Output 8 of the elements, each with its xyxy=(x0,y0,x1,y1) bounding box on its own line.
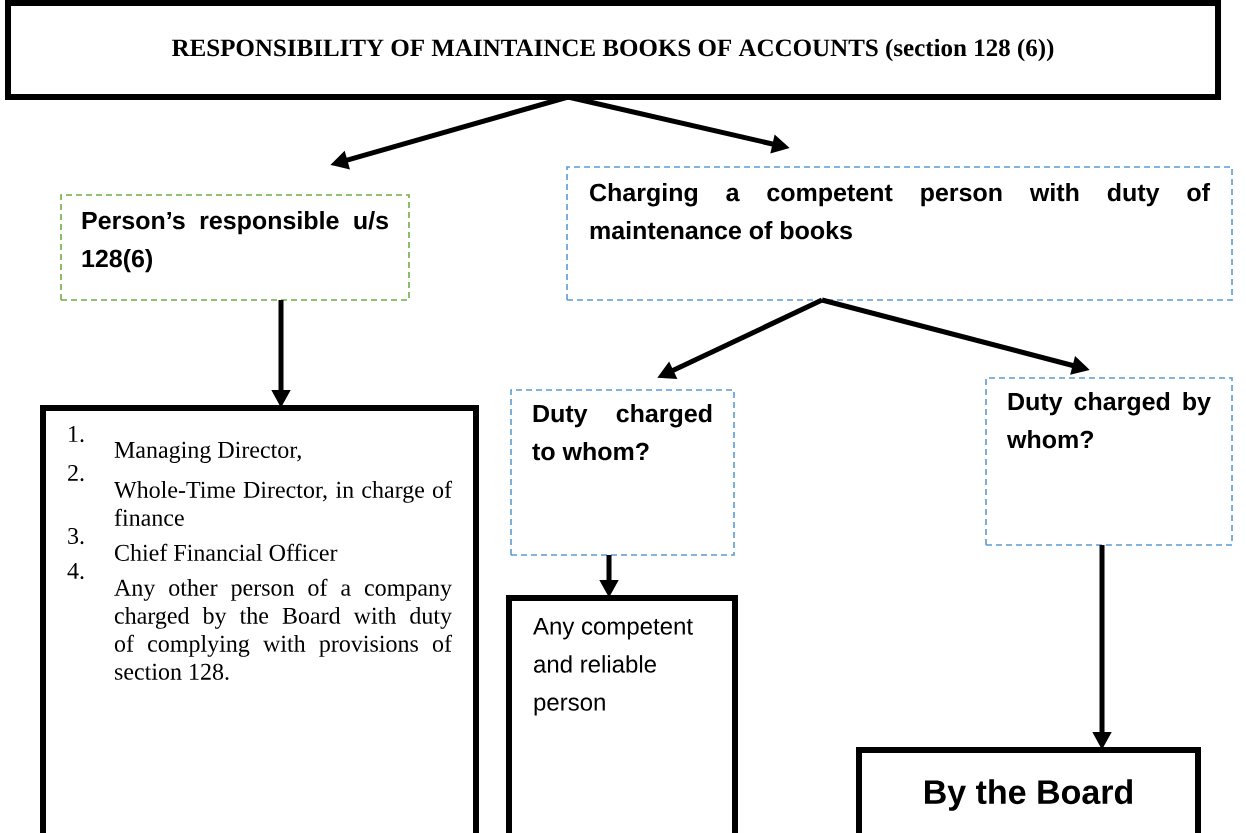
dashed-box: Duty charged to whom? xyxy=(510,389,735,556)
dashed-box: Person’s responsible u/s 128(6) xyxy=(60,194,410,301)
text-box: Any competent and reliable person xyxy=(506,595,738,833)
title-box: RESPONSIBILITY OF MAINTAINCE BOOKS OF ACCOUNTS (section 128 (6)) xyxy=(5,0,1221,100)
list-box: 1. Managing Director, 2. Whole-Time Director, in charge of finance 3. Chief Financial Officer 4. Any other person of a company charged by the Board with duty of complying with provisions of section 128. xyxy=(40,405,479,833)
dashed-box: Duty charged by whom? xyxy=(985,377,1233,546)
text-box: By the Board xyxy=(856,747,1201,833)
dashed-box: Charging a competent person with duty of maintenance of books xyxy=(566,166,1233,301)
